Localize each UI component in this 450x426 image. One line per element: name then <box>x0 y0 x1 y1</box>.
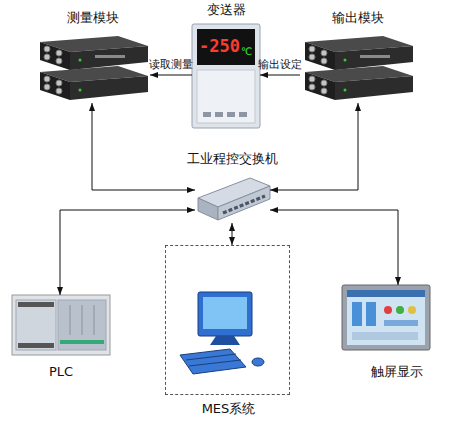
module-box: 测量模块 <box>35 35 150 103</box>
connector-arrow <box>270 103 358 190</box>
computer-image <box>180 292 264 374</box>
button <box>215 112 223 117</box>
node-label: MES系统 <box>166 400 291 418</box>
connector-arrow <box>260 75 300 76</box>
button <box>203 112 211 117</box>
connector-arrow <box>150 75 192 76</box>
button <box>239 112 247 117</box>
button <box>227 112 235 117</box>
plc-box: PLC <box>12 295 110 355</box>
display-box: 触屏显示 <box>342 285 430 350</box>
node-label: 测量模块 <box>35 9 150 27</box>
node-label: 变送器 <box>176 1 276 19</box>
transmitter-image <box>192 24 260 128</box>
transmitter-panel <box>197 70 255 123</box>
switch-image <box>198 178 270 220</box>
connector-arrow <box>60 210 195 295</box>
node-label: 触屏显示 <box>342 363 450 381</box>
switch-box: 工业程控交换机 <box>195 178 270 223</box>
node-label: 工业程控交换机 <box>165 150 300 168</box>
plc-image <box>12 295 110 355</box>
transmitter-display <box>197 29 255 65</box>
connector-arrow <box>92 103 195 190</box>
output-module-image <box>305 36 413 100</box>
edge-label: 读取测量 <box>143 58 199 72</box>
module-box: 输出模块 <box>300 35 415 103</box>
connector-arrow <box>232 223 233 245</box>
measure-module-image <box>40 36 148 100</box>
edge-label: 输出设定 <box>252 58 308 72</box>
node-label: 输出模块 <box>300 9 415 27</box>
display-reading: -250 <box>199 36 243 56</box>
transmitter-frame <box>192 24 260 128</box>
display-unit: ℃ <box>241 46 255 58</box>
node-label: PLC <box>12 363 110 381</box>
touchscreen-image <box>342 285 430 350</box>
system-box: MES系统 <box>165 245 290 395</box>
